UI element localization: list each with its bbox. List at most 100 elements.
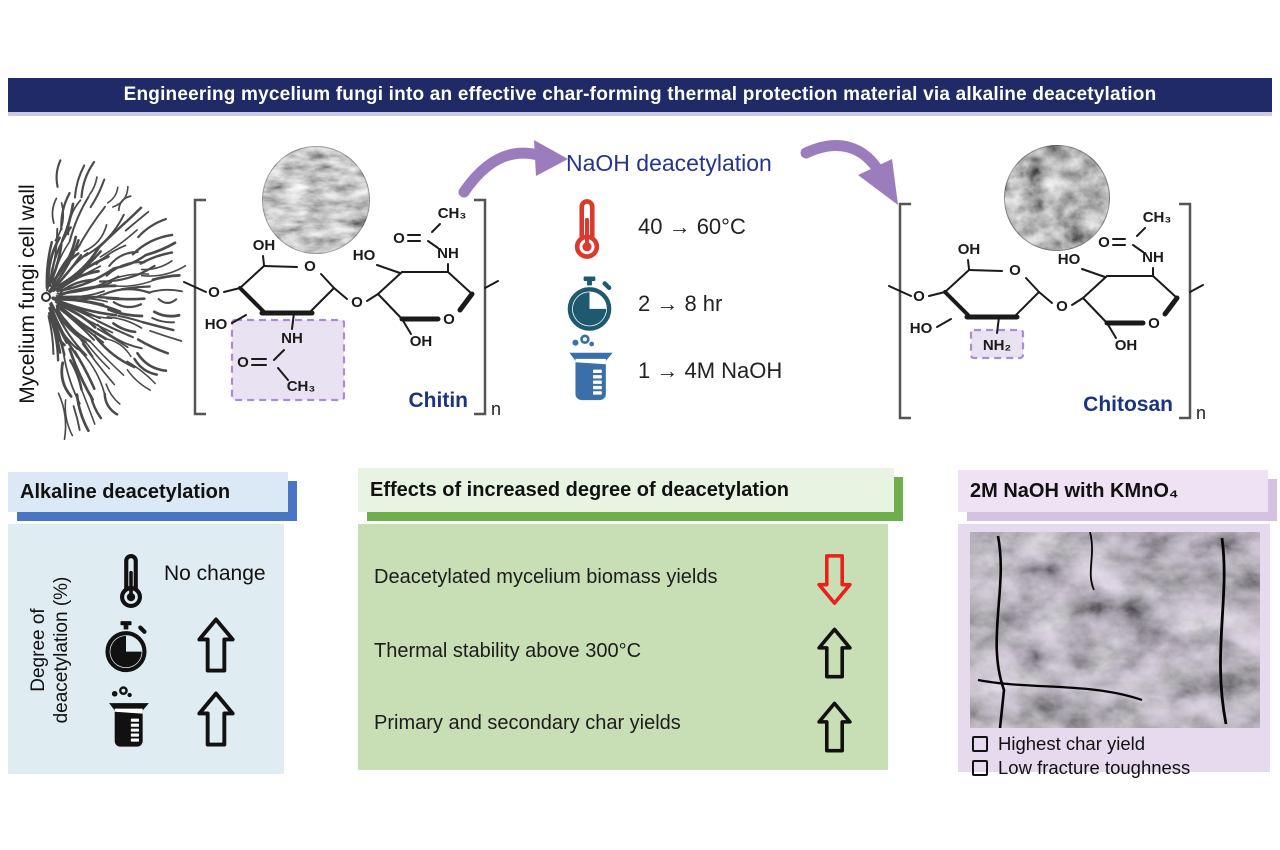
hypha-filament: [103, 392, 119, 416]
left-bracket: [898, 202, 911, 420]
hypha-filament: [54, 202, 65, 242]
bond: [1082, 297, 1108, 324]
atom-label: O: [237, 354, 249, 371]
atom-label: NH₂: [983, 337, 1011, 354]
bond: [928, 291, 946, 297]
hypha-filament: [80, 160, 96, 199]
amine-highlight-box: [969, 328, 1025, 360]
atom-label: O: [304, 258, 316, 275]
bond: [484, 280, 499, 289]
bullet-low-fracture-toughness: Low fracture toughness: [972, 757, 1190, 779]
hypha-filament: [75, 346, 106, 395]
bullet-text: Low fracture toughness: [998, 757, 1191, 778]
bond: [273, 349, 285, 361]
bond: [968, 269, 1003, 272]
bond: [377, 271, 403, 295]
beaker-icon: [568, 334, 614, 402]
bond: [1025, 277, 1040, 293]
hypha-filament: [68, 195, 90, 242]
bond: [239, 265, 265, 289]
effect-row-biomass: Deacetylated mycelium biomass yields: [374, 566, 718, 588]
hypha-filament: [126, 368, 152, 391]
atom-label: NH: [437, 245, 459, 262]
hypha-filament: [59, 278, 97, 294]
arrow-glyph: [817, 554, 852, 605]
condition-concentration: 1 → 4M NaOH: [638, 358, 783, 383]
hypha-filament: [96, 323, 143, 350]
panel-effects-body: [358, 524, 888, 770]
atom-label: O: [913, 288, 925, 305]
hypha-filament: [47, 315, 55, 355]
hypha-filament: [136, 351, 168, 373]
hypha-filament: [140, 264, 187, 277]
hypha-filament: [75, 393, 90, 433]
atom-label: O: [351, 294, 363, 311]
up-arrow-icon: [197, 691, 235, 747]
hypha-filament: [72, 405, 81, 432]
hypha-filament: [122, 206, 143, 226]
hypha-filament: [95, 244, 127, 266]
bond: [376, 264, 401, 274]
effect-row-thermal: Thermal stability above 300°C: [374, 640, 642, 662]
bond: [277, 367, 289, 381]
hypha-filament: [57, 303, 97, 329]
bond: [263, 265, 298, 268]
bond: [447, 271, 473, 295]
hypha-filament: [58, 302, 98, 322]
hypha-filament: [141, 320, 175, 332]
effect-no-change: No change: [164, 562, 266, 585]
hypha-filament: [56, 269, 100, 293]
bond: [333, 287, 348, 300]
curved-arrow-right-icon: [800, 140, 898, 205]
hypha-filament: [126, 360, 156, 385]
bond: [231, 314, 247, 324]
hypha-filament: [67, 199, 82, 236]
bond: [183, 281, 207, 293]
hypha-filament: [47, 312, 60, 362]
bond: [943, 290, 971, 318]
bond: [1081, 268, 1106, 278]
panel-alkaline-title: Alkaline deacetylation: [20, 480, 231, 503]
atom-label: O: [1056, 298, 1068, 315]
bond: [366, 293, 379, 302]
hypha-filament: [60, 361, 73, 398]
checkbox-square-icon: [972, 760, 988, 776]
hypha-filament: [144, 241, 177, 257]
bond: [1136, 227, 1146, 237]
hypha-filament: [149, 329, 183, 342]
hypha-filament: [48, 306, 66, 357]
atom-label: OH: [1115, 337, 1138, 354]
bond: [320, 273, 335, 289]
mycelium-sem-texture: [262, 146, 370, 254]
atom-label: O: [443, 311, 455, 328]
hypha-filament: [64, 399, 74, 437]
hypha-filament: [45, 240, 54, 290]
bond: [1152, 275, 1178, 299]
bond: [309, 287, 335, 313]
repeat-subscript: n: [491, 399, 501, 419]
hypha-filament: [147, 288, 183, 294]
bullet-highest-char-yield: Highest char yield: [972, 733, 1145, 755]
hypha-filament: [99, 229, 138, 258]
hypha-filament: [157, 297, 178, 304]
bond: [967, 259, 970, 270]
atom-label: O: [1098, 234, 1110, 251]
hypha-filament: [58, 284, 117, 297]
hypha-filament: [51, 197, 58, 224]
atom-label: CH₃: [1143, 209, 1172, 226]
atom-label: NH: [281, 330, 303, 347]
hypha-filament: [88, 176, 98, 196]
hypha-filament: [105, 383, 121, 405]
hypha-filament: [83, 223, 108, 253]
up-arrow-icon: [197, 617, 235, 673]
hypha-filament: [80, 387, 96, 425]
mycelium-sem-inset: [262, 146, 370, 254]
atom-label: HO: [910, 320, 933, 337]
title-bar: Engineering mycelium fungi into an effec…: [8, 78, 1272, 116]
hypha-filament: [96, 327, 129, 349]
page-title: Engineering mycelium fungi into an effec…: [123, 84, 1157, 105]
hypha-filament: [112, 301, 143, 309]
atom-label: O: [1009, 262, 1021, 279]
hypha-filament: [106, 186, 119, 204]
